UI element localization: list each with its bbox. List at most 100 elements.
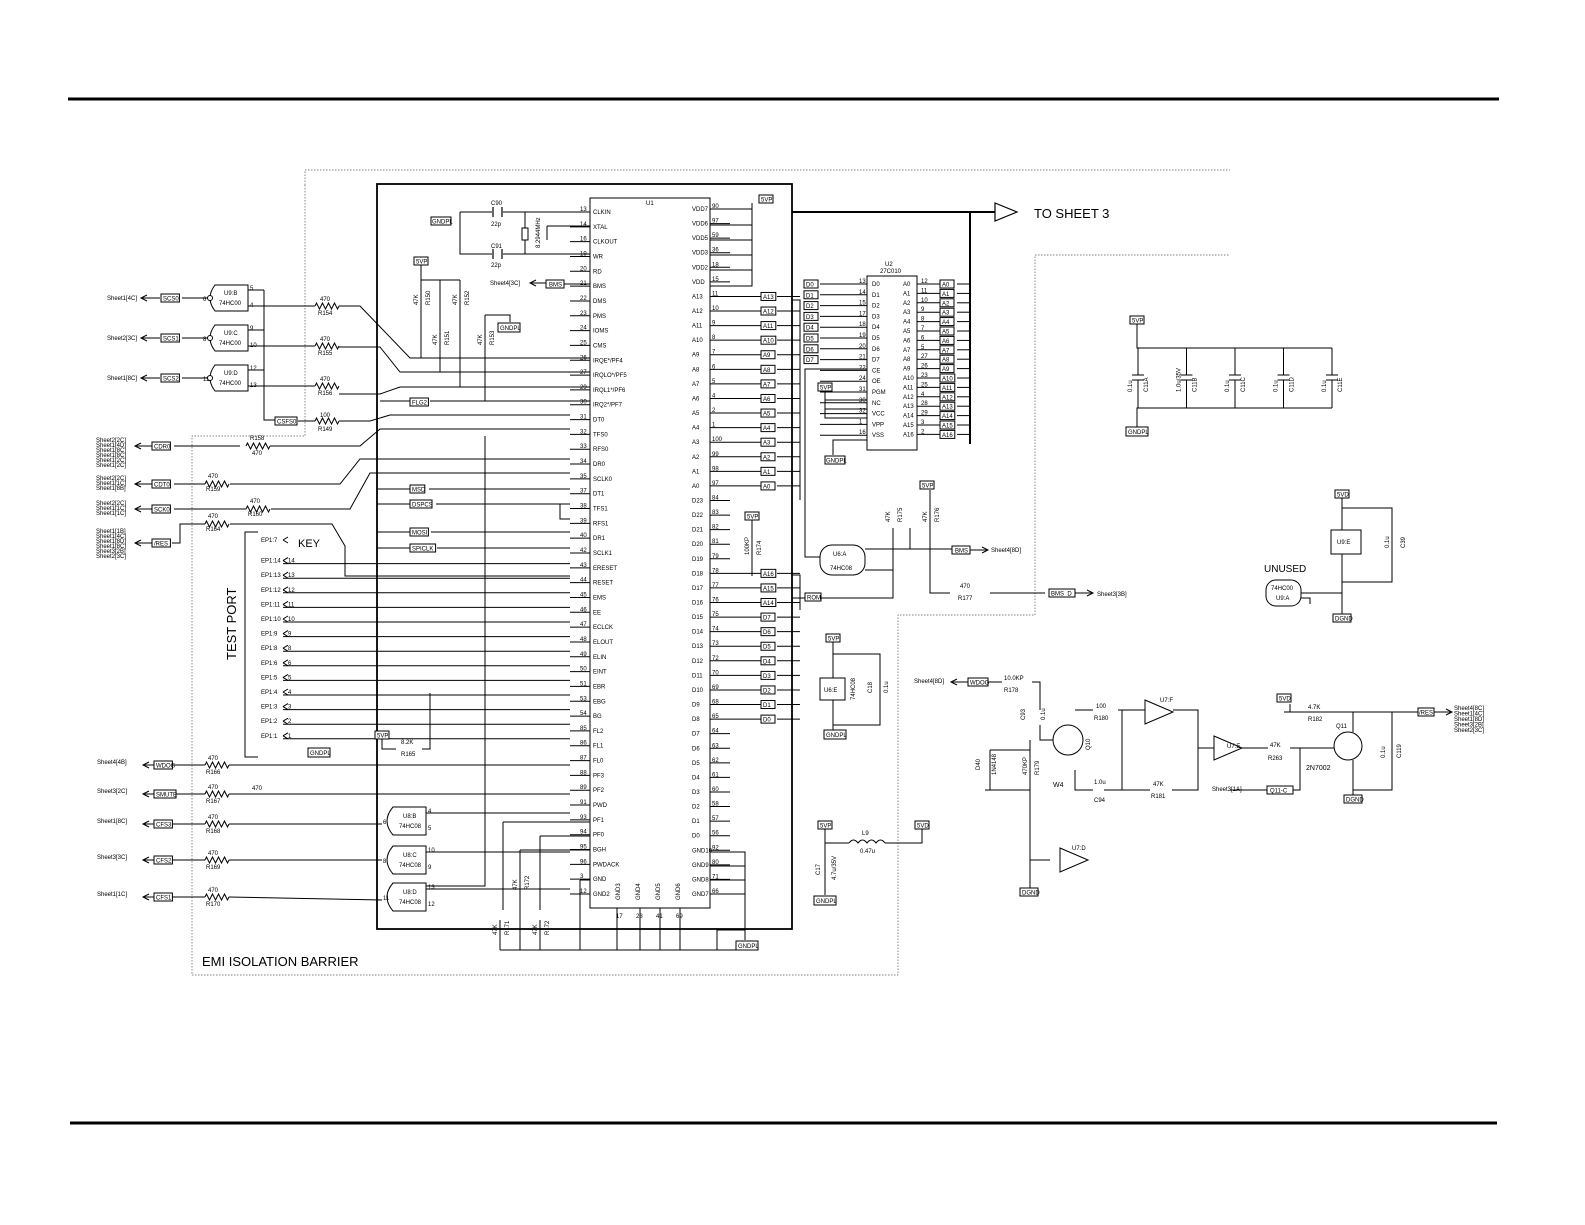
u1-pin-num: 90 xyxy=(712,204,719,210)
u1-pin-num: 15 xyxy=(712,277,719,283)
ep-pin-label: EP1:11 xyxy=(261,602,281,608)
svp-tag-u6a-text: 5VP xyxy=(922,484,933,490)
u1-net-tag-box xyxy=(760,627,776,637)
u2-data-tag-text: D7 xyxy=(806,358,814,364)
u1-net-tag-text: A8 xyxy=(763,368,771,374)
u1-pin-name: XTAL xyxy=(593,225,608,231)
ep-pin-num: 1 xyxy=(288,734,292,740)
bms-arrow xyxy=(528,279,546,287)
signal-arrow xyxy=(141,856,154,864)
u1-pin-name: A13 xyxy=(692,294,703,300)
u2-pin-num: 28 xyxy=(921,401,928,407)
ep-pin-num: 6 xyxy=(288,661,292,667)
u1-net-tag-text: A16 xyxy=(763,572,774,578)
cdr0-arrow xyxy=(133,442,152,450)
u7f-buffer xyxy=(1144,699,1175,725)
u2-data-tag-box xyxy=(803,355,819,365)
u2-data-tag-box xyxy=(803,290,819,300)
u1-pin-num: 2 xyxy=(712,408,716,414)
u2-ce-wire xyxy=(804,368,867,558)
u1-pin-num: 31 xyxy=(580,415,587,421)
u1-pin-name: D18 xyxy=(692,571,704,577)
u1-pin-name: IRQE*/PF4 xyxy=(593,358,623,364)
u1-pin-num: 58 xyxy=(712,802,719,808)
u2-addr-tag-text: A5 xyxy=(942,330,950,336)
gate-ref: U9:C xyxy=(224,331,238,337)
u2-pin-name: A7 xyxy=(903,348,911,354)
u1-pin-name: PWDACK xyxy=(593,862,619,868)
u1-pin-name: A0 xyxy=(692,484,700,490)
u2-data-tag-text: D1 xyxy=(806,293,814,299)
u2-pin-num: 32 xyxy=(859,409,866,415)
q11-ref: Q11 xyxy=(1336,724,1348,730)
u2-pin-name: A13 xyxy=(903,404,914,410)
signal-tag-text: CFS3 xyxy=(156,823,172,829)
u2-pin-name: A12 xyxy=(903,395,914,401)
u2-pin-name: A16 xyxy=(903,432,914,438)
wd-res-sheet-ref: Sheet3[2B] xyxy=(1454,723,1484,729)
u1-net-tag-box xyxy=(760,568,777,578)
u2-data-tag-text: D3 xyxy=(806,315,814,321)
wd-input-arrow xyxy=(949,678,968,686)
u2-data-tag-text: D6 xyxy=(806,347,814,353)
u2-addr-tag-box xyxy=(939,298,955,308)
c91-ref: C91 xyxy=(491,244,503,250)
csfs0-tag-box xyxy=(274,416,298,426)
to-sheet3-label: TO SHEET 3 xyxy=(1034,206,1109,221)
res-sheet-ref: Sheet2[3C] xyxy=(96,554,126,560)
u2-pin-name: A11 xyxy=(903,385,914,391)
u2-pin-name: CE xyxy=(872,368,880,374)
ep-pin-label: EP1:4 xyxy=(261,690,278,696)
u1-net-tag-text: D6 xyxy=(763,630,771,636)
u2-pin-name: A1 xyxy=(903,291,911,297)
u1-pin-num: 25 xyxy=(580,340,587,346)
res-sheet-ref: Sheet3[2B] xyxy=(96,549,126,555)
u1-pin-name: BMS xyxy=(593,284,606,290)
signal-resistor-value: 470 xyxy=(208,815,219,821)
u1-pin-name: VDD2 xyxy=(692,265,709,271)
cap-ref: C11D xyxy=(1290,376,1296,392)
cdr0-wire xyxy=(174,428,570,447)
u2-pin-name: A8 xyxy=(903,357,911,363)
bms-d-tag-text: BMS_D xyxy=(1051,592,1072,598)
u2-addr-tag-text: A1 xyxy=(942,292,950,298)
u1-pin-num: 35 xyxy=(580,474,587,480)
and-gate-body xyxy=(386,882,427,912)
vdd-bus-wire xyxy=(710,203,753,287)
u1-net-tag-text: A1 xyxy=(763,470,771,476)
u1-pin-num: 14 xyxy=(580,222,587,228)
signal-resistor xyxy=(204,789,230,799)
u1-pin-num: 84 xyxy=(712,495,719,501)
u1-net-tag-box xyxy=(760,685,776,695)
u1-net-tag-text: A14 xyxy=(763,601,774,607)
u1-pin-num: 29 xyxy=(580,385,587,391)
signal-resistor-ref: R166 xyxy=(206,770,221,776)
svp-tag-u1 xyxy=(758,194,774,204)
sck0-wire xyxy=(174,472,570,510)
res-tag-text: /RES xyxy=(154,542,168,548)
u1-pin-num: 30 xyxy=(580,400,587,406)
cdt0-wire xyxy=(174,458,570,485)
gate-cs-tag-text: SCS2 xyxy=(163,377,179,383)
u1-pin-name: DMS xyxy=(593,299,606,305)
u1-pin-name: D7 xyxy=(692,732,700,738)
u1-net-tag-text: A6 xyxy=(763,397,771,403)
r151-ref: R151 xyxy=(445,330,451,345)
u1-pin-num: 68 xyxy=(712,700,719,706)
u2-ref: U2 xyxy=(885,262,893,268)
u1-pin-num: 76 xyxy=(712,598,719,604)
signal-arrow xyxy=(141,761,154,769)
u8-pin-num: 12 xyxy=(428,902,435,908)
gndpl-tag-testport xyxy=(307,747,331,758)
u2-data-tag-box xyxy=(803,301,819,311)
resistor-value: 470 xyxy=(320,377,331,383)
gate-cs-tag-box xyxy=(160,293,180,303)
u1-pin-num: 48 xyxy=(580,637,587,643)
r174-ref: R174 xyxy=(757,540,763,555)
w4-ref: W4 xyxy=(1053,782,1064,789)
u1-pin-name: D16 xyxy=(692,601,704,607)
res-sheet-ref: Sheet1[1B] xyxy=(96,529,126,535)
cap-ref: C11B xyxy=(1193,377,1199,392)
u1-pin-num: 57 xyxy=(712,816,719,822)
